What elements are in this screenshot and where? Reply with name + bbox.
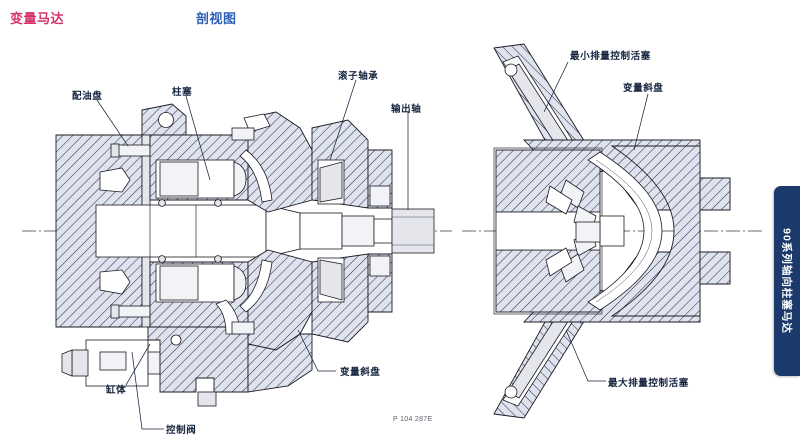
shaft-seal-upper <box>369 185 391 207</box>
shaft-main <box>95 204 267 258</box>
leader-control-valve <box>131 351 164 430</box>
label-piston: 柱塞 <box>172 87 193 98</box>
bolt-head-upper <box>110 143 120 158</box>
right-section-drawing <box>462 43 762 419</box>
bolt-top-1 <box>231 127 255 141</box>
spool-land-1 <box>147 351 161 375</box>
min-piston-head <box>504 63 518 77</box>
output-shaft-spline <box>391 208 435 254</box>
leader-port-plate <box>96 99 129 147</box>
label-cylinder-block: 缸体 <box>106 385 127 396</box>
label-swashplate-right: 变量斜盘 <box>623 83 664 94</box>
swashplate-arc-line <box>595 159 653 303</box>
port-pocket-upper <box>99 167 131 193</box>
seal-ring-ur <box>214 199 222 207</box>
bolt-bottom-1 <box>231 321 255 335</box>
label-max-control-piston: 最大排量控制活塞 <box>608 378 689 389</box>
label-roller-bearing: 滚子轴承 <box>338 71 379 82</box>
piston-lower <box>159 265 199 301</box>
stud-bottom <box>197 391 217 407</box>
label-swashplate-left: 变量斜盘 <box>340 367 381 378</box>
leader-min-control-piston <box>543 61 569 113</box>
shaft-neck <box>373 218 393 244</box>
side-tab[interactable]: 90系列轴向柱塞马达 <box>774 186 800 376</box>
center-spline <box>575 221 601 243</box>
port-pocket-lower <box>99 269 131 295</box>
swashplate-face-lower <box>239 259 273 313</box>
housing-notch-lower <box>699 251 731 285</box>
leader-roller-bearing <box>329 79 357 161</box>
swashplate-arc-face <box>587 151 663 311</box>
label-control-valve: 控制阀 <box>166 425 197 436</box>
seal-ring-ll <box>158 255 166 263</box>
seal-ring-lr <box>214 255 222 263</box>
swashplate-face-upper <box>239 149 273 203</box>
leader-piston <box>185 95 211 181</box>
leader-swashplate-left <box>297 329 336 372</box>
section-subtitle: 剖视图 <box>196 11 237 26</box>
leader-max-control-piston <box>565 329 606 382</box>
housing-notch-upper <box>699 177 731 211</box>
piston-ball-lower <box>233 265 247 301</box>
center-pin <box>599 215 625 247</box>
internal-passage-top <box>243 113 271 133</box>
housing-lower-right <box>247 333 313 393</box>
slipper-4 <box>559 253 585 283</box>
label-port-plate: 配油盘 <box>72 91 103 102</box>
valve-chamber <box>99 351 127 371</box>
valve-housing <box>147 326 249 393</box>
valve-port-hole <box>170 334 182 346</box>
leader-swashplate-right <box>633 93 649 151</box>
drawing-code: P 104 287E <box>393 416 433 423</box>
valve-cap <box>71 349 89 377</box>
piston-ball-upper <box>233 161 247 197</box>
label-min-control-piston: 最小排量控制活塞 <box>570 51 651 62</box>
shaft-taper <box>265 204 301 258</box>
seal-ring-ul <box>158 199 166 207</box>
leader-cylinder-block <box>125 343 151 386</box>
roller-upper <box>319 161 343 203</box>
shaft-bearing-seat <box>341 215 375 247</box>
left-section-drawing <box>22 79 452 430</box>
side-tab-label: 90系列轴向柱塞马达 <box>780 228 793 334</box>
yoke-arm-lower <box>545 247 573 277</box>
shaft-seal-lower <box>369 255 391 277</box>
roller-lower <box>319 259 343 301</box>
max-piston-head <box>504 385 518 399</box>
label-output-shaft: 输出轴 <box>391 104 422 115</box>
valve-nut <box>61 349 73 377</box>
shaft-journal <box>299 212 343 250</box>
page-title: 变量马达 <box>10 11 65 26</box>
bolt-head-lower <box>110 304 120 319</box>
piston-upper <box>159 161 199 197</box>
swashplate-body-right <box>610 145 701 317</box>
bolt-hole-upper <box>158 112 174 128</box>
yoke-arm-upper <box>545 185 573 215</box>
